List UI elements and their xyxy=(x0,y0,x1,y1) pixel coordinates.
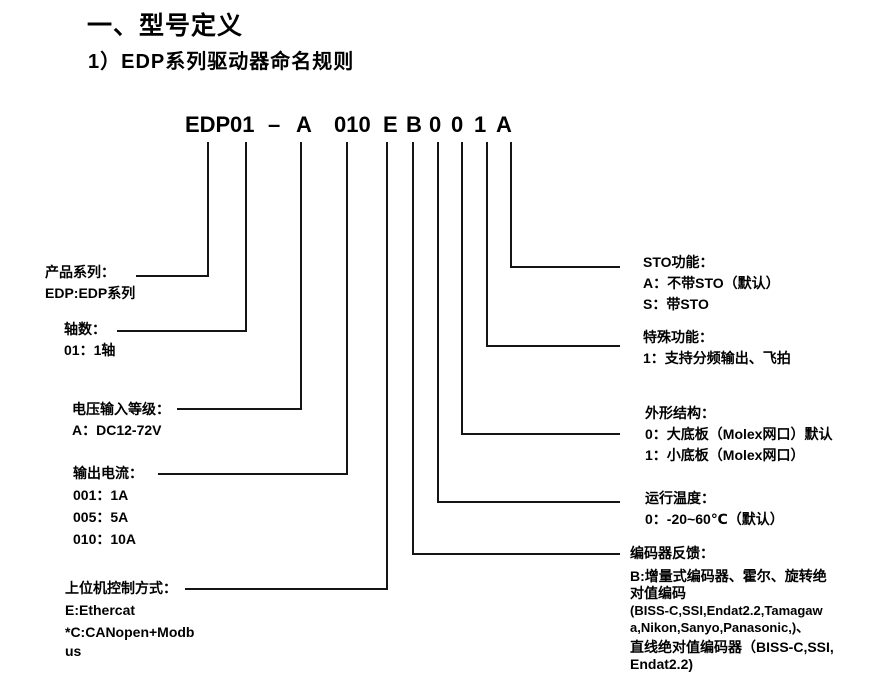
label-line: 010：10A xyxy=(73,531,137,547)
label-axis-count: 轴数： 01：1轴 xyxy=(64,319,115,361)
label-title: 编码器反馈： xyxy=(630,545,714,561)
label-line: 01：1轴 xyxy=(64,342,116,358)
connector-operating-temperature-vline xyxy=(437,142,439,503)
page-title: 一、型号定义 xyxy=(87,12,244,40)
label-output-current: 输出电流： 001：1A 005：5A 010：10A xyxy=(73,462,143,550)
label-title: 轴数： xyxy=(64,321,106,337)
label-title: 电压输入等级： xyxy=(72,401,170,417)
connector-encoder-feedback-vline xyxy=(412,142,414,555)
connector-sto-function-hline xyxy=(510,266,620,268)
label-line: *C:CANopen+Modb xyxy=(65,624,195,640)
code-segment-control-mode: E xyxy=(383,112,398,137)
connector-output-current-vline xyxy=(346,142,348,475)
connector-form-factor-vline xyxy=(461,142,463,435)
label-line: 直线绝对值编码器（BISS-C,SSI, xyxy=(630,639,834,655)
label-line: 0：大底板（Molex网口）默认 xyxy=(645,426,833,442)
label-line: 1：支持分频输出、飞拍 xyxy=(643,350,791,366)
label-title: 运行温度： xyxy=(645,490,715,506)
connector-encoder-feedback-hline xyxy=(412,553,620,555)
label-title: 输出电流： xyxy=(73,465,143,481)
label-voltage-level: 电压输入等级： A：DC12-72V xyxy=(72,399,170,441)
connector-voltage-level-vline xyxy=(300,142,302,410)
connector-sto-function-vline xyxy=(510,142,512,268)
code-segment-series: EDP xyxy=(185,112,231,137)
code-segment-encoder: B xyxy=(406,112,422,137)
label-title: 上位机控制方式： xyxy=(65,580,177,596)
code-segment-voltage-level: A xyxy=(296,112,312,137)
label-line: us xyxy=(65,643,82,659)
label-line: (BISS-C,SSI,Endat2.2,Tamagaw xyxy=(630,603,823,618)
connector-output-current-hline xyxy=(158,473,348,475)
label-title: 外形结构： xyxy=(645,405,715,421)
connector-product-series-hline xyxy=(136,275,208,277)
connector-axis-count-vline xyxy=(245,142,247,332)
code-segment-output-current: 010 xyxy=(334,112,371,137)
label-line: 005：5A xyxy=(73,509,129,525)
section-subtitle: 1）EDP系列驱动器命名规则 xyxy=(88,51,355,73)
label-form-factor: 外形结构： 0：大底板（Molex网口）默认 1：小底板（Molex网口） xyxy=(645,403,832,466)
label-line: B:增量式编码器、霍尔、旋转绝 xyxy=(630,568,827,584)
label-sto-function: STO功能： A：不带STO（默认） S：带STO xyxy=(643,252,780,315)
label-line: 0：-20~60℃（默认） xyxy=(645,511,784,527)
connector-voltage-level-hline xyxy=(177,408,302,410)
label-special-function: 特殊功能： 1：支持分频输出、飞拍 xyxy=(643,327,791,369)
label-line: E:Ethercat xyxy=(65,602,136,618)
label-line: A：不带STO（默认） xyxy=(643,275,780,291)
connector-special-function-hline xyxy=(486,345,620,347)
label-product-series: 产品系列： EDP:EDP系列 xyxy=(45,262,135,304)
label-line: S：带STO xyxy=(643,296,709,312)
connector-axis-count-hline xyxy=(117,330,247,332)
connector-form-factor-hline xyxy=(461,433,620,435)
label-title: 产品系列： xyxy=(45,264,115,280)
label-line: A：DC12-72V xyxy=(72,422,162,438)
label-line: 对值编码 xyxy=(630,585,686,601)
label-title: 特殊功能： xyxy=(643,329,713,345)
code-segment-temperature: 0 xyxy=(429,112,442,137)
connector-product-series-vline xyxy=(207,142,209,277)
code-segment-sto: A xyxy=(496,112,512,137)
code-segment-special-function: 1 xyxy=(474,112,487,137)
connector-control-mode-vline xyxy=(386,142,388,590)
connector-special-function-vline xyxy=(486,142,488,347)
label-host-control-mode: 上位机控制方式： E:Ethercat *C:CANopen+Modb us xyxy=(65,577,195,660)
connector-control-mode-hline xyxy=(185,588,388,590)
label-line: Endat2.2) xyxy=(630,656,694,672)
code-segment-dash: – xyxy=(268,112,281,137)
code-segment-axis-count: 01 xyxy=(230,112,255,137)
label-encoder-feedback: 编码器反馈： B:增量式编码器、霍尔、旋转绝 对值编码 (BISS-C,SSI,… xyxy=(630,543,834,673)
connector-operating-temperature-hline xyxy=(437,501,620,503)
label-operating-temperature: 运行温度： 0：-20~60℃（默认） xyxy=(645,488,784,530)
code-segment-form-factor: 0 xyxy=(451,112,464,137)
label-line: EDP:EDP系列 xyxy=(45,285,136,301)
label-line: 001：1A xyxy=(73,487,129,503)
label-title: STO功能： xyxy=(643,254,714,270)
label-line: 1：小底板（Molex网口） xyxy=(645,447,805,463)
label-line: a,Nikon,Sanyo,Panasonic,)、 xyxy=(630,620,810,635)
